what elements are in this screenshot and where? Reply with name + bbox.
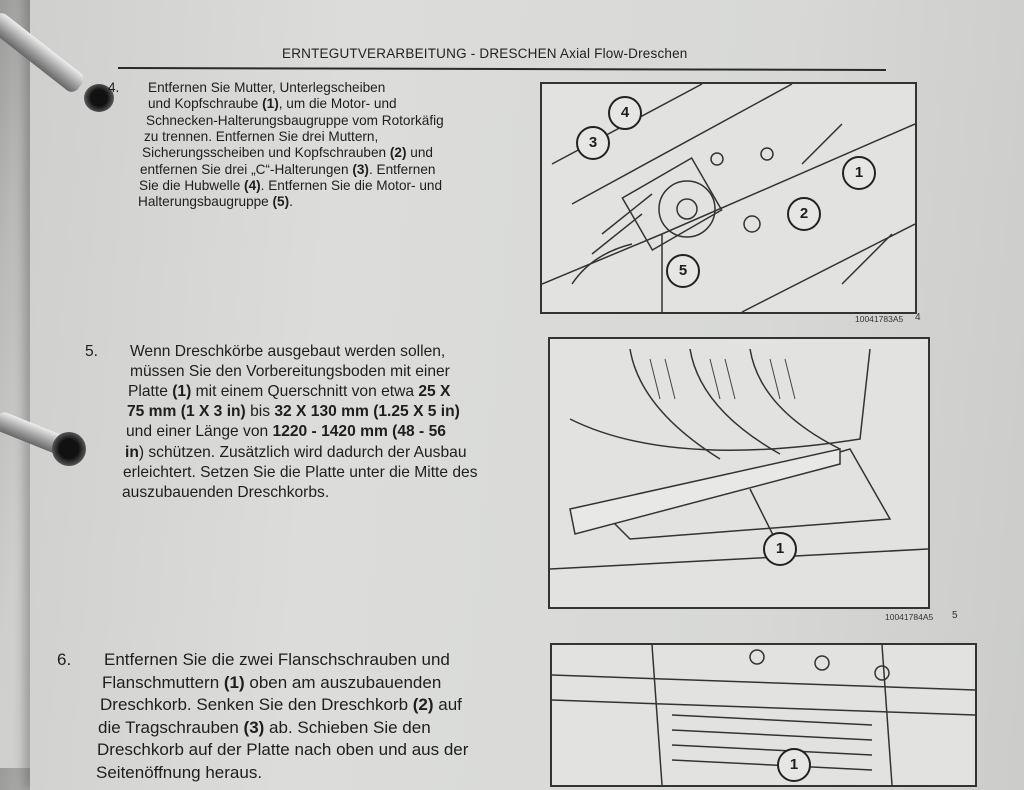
text-segment: mit einem Querschnitt von etwa [191,383,419,401]
step-number: 6. [57,650,72,669]
text-segment: . [289,194,293,210]
bold-reference: (4) [244,177,261,193]
step-text-line: und Kopfschraube (1), um die Motor- und [148,96,397,111]
step-text-line: Sie die Hubwelle (4). Entfernen Sie die … [139,178,442,193]
step-text-line: Halterungsbaugruppe (5). [138,194,293,209]
text-segment: und [406,145,433,161]
bold-reference: (2) [412,695,434,715]
step-text-line: müssen Sie den Vorbereitungsboden mit ei… [130,363,450,381]
step-text-line: Seitenöffnung heraus. [96,763,262,783]
text-segment: Sicherungsscheiben und Kopfschrauben [142,145,390,161]
step-text-line: und einer Länge von 1220 - 1420 mm (48 -… [126,423,446,441]
bold-reference: (2) [389,145,407,161]
step-number: 5. [85,343,99,360]
callout-4: 4 [608,96,642,130]
bold-reference: (1) [223,672,245,692]
step-text-line: Wenn Dreschkörbe ausgebaut werden sollen… [130,343,445,361]
figure-code: 10041784A5 [885,612,934,622]
text-segment: und einer Länge von [126,423,273,441]
bold-reference: 25 X [418,383,451,401]
step-text-line: Dreschkorb auf der Platte nach oben und … [97,740,468,760]
bold-reference: (3) [352,161,369,177]
text-segment: Sie die Hubwelle [139,177,245,193]
bold-reference: 1220 - 1420 mm [272,423,388,441]
step-text-line: die Tragschrauben (3) ab. Schieben Sie d… [98,718,431,738]
text-segment: . Entfernen Sie die Motor- und [260,177,443,193]
step-text-line: 75 mm (1 X 3 in) bis 32 X 130 mm (1.25 X… [127,403,460,421]
concave-plate-illustration [550,348,928,570]
step-text-line: Flanschmuttern (1) oben am auszubauenden [102,673,441,693]
text-segment: , um die Motor- und [278,96,397,112]
figure-6: 1 [550,643,977,787]
bold-reference: 75 mm [127,403,177,421]
bold-reference: (48 - 56 [387,423,446,441]
text-segment: Wenn Dreschkörbe ausgebaut werden sollen… [130,343,446,360]
callout-1: 1 [777,748,811,782]
punch-hole [84,84,114,112]
text-segment: oben am auszubauenden [244,672,442,692]
step-text-line: entfernen Sie drei „C“-Halterungen (3). … [140,162,435,177]
step-text-line: erleichtert. Setzen Sie die Platte unter… [123,464,478,482]
bold-reference: (1.25 X 5 in) [368,403,460,421]
text-segment: Flanschmuttern [102,672,224,692]
text-segment: ) schützen. Zusätzlich wird dadurch der … [138,443,467,461]
text-segment: Dreschkorb auf der Platte nach oben und … [97,740,469,760]
bold-reference: in [125,443,139,461]
text-segment: erleichtert. Setzen Sie die Platte unter… [123,463,478,481]
punch-hole [52,432,86,466]
bold-reference: (1 X 3 in) [176,403,246,421]
bold-reference: (1) [172,383,192,401]
step-text-line: Platte (1) mit einem Querschnitt von etw… [128,383,450,401]
step-text-line: auszubauenden Dreschkorbs. [122,484,329,502]
text-segment: . Entfernen [368,161,436,177]
text-segment: ab. Schieben Sie den [264,717,431,737]
callout-5: 5 [666,254,700,288]
text-segment: auf [433,695,462,715]
callout-2: 2 [787,197,821,231]
text-segment: Dreschkorb. Senken Sie den Dreschkorb [100,695,413,715]
text-segment: bis [245,403,275,421]
figure-4: 4 3 1 2 5 [540,82,917,314]
text-segment: Entfernen Sie Mutter, Unterlegscheiben [148,80,386,95]
figure-number: 4 [915,312,921,323]
text-segment: Schnecken-Halterungsbaugruppe vom Rotork… [146,112,444,128]
text-segment: auszubauenden Dreschkorbs. [122,483,330,501]
text-segment: und Kopfschraube [148,96,263,112]
callout-3: 3 [576,126,610,160]
text-segment: Entfernen Sie die zwei Flanschschrauben … [104,650,450,669]
step-text-line: zu trennen. Entfernen Sie drei Muttern, [144,129,378,144]
page-header: ERNTEGUTVERARBEITUNG - DRESCHEN Axial Fl… [282,46,688,61]
step-text-line: Dreschkorb. Senken Sie den Dreschkorb (2… [100,695,462,715]
concave-removal-illustration [552,645,975,785]
step-text-line: Schnecken-Halterungsbaugruppe vom Rotork… [146,113,444,128]
bold-reference: (1) [262,96,279,112]
text-segment: müssen Sie den Vorbereitungsboden mit ei… [130,363,450,381]
motor-assembly-illustration [542,84,915,312]
callout-1: 1 [842,156,876,190]
step-text-line: Sicherungsscheiben und Kopfschrauben (2)… [142,145,433,160]
text-segment: Seitenöffnung heraus. [96,763,263,782]
text-segment: Platte [128,383,173,401]
bold-reference: (5) [272,194,290,210]
figure-5: 1 [548,337,930,609]
step-number: 4. [108,80,120,95]
text-segment: Halterungsbaugruppe [138,194,273,210]
step-text-line: Entfernen Sie die zwei Flanschschrauben … [104,650,450,670]
bold-reference: (3) [243,717,265,737]
step-text-line: Entfernen Sie Mutter, Unterlegscheiben [148,80,385,95]
text-segment: entfernen Sie drei „C“-Halterungen [140,161,353,177]
bold-reference: 32 X 130 mm [274,403,369,421]
text-segment: die Tragschrauben [98,717,244,737]
text-segment: zu trennen. Entfernen Sie drei Muttern, [144,128,379,144]
callout-1: 1 [763,532,797,566]
step-text-line: in) schützen. Zusätzlich wird dadurch de… [125,444,467,462]
figure-code: 10041783A5 [855,314,904,324]
figure-number: 5 [952,610,958,621]
